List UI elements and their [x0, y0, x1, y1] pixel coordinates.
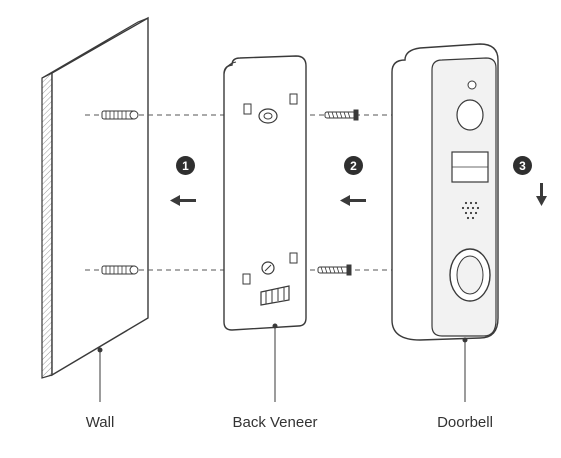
back-veneer-panel: [223, 55, 307, 331]
call-button-icon: [449, 248, 491, 302]
speaker-grill-icon: [461, 201, 480, 220]
wall-anchor-icon: [101, 110, 139, 120]
terminal-block: [260, 285, 290, 306]
step-1-badge: 1: [176, 156, 195, 175]
step-2-badge: 2: [344, 156, 363, 175]
screw-icon: [317, 264, 352, 276]
arrow-left-icon: [170, 195, 196, 206]
wall-label: Wall: [85, 414, 115, 431]
step-3-badge: 3: [513, 156, 532, 175]
wall-anchor-icon: [101, 265, 139, 275]
doorbell-device: [391, 43, 499, 341]
leader-lines: [99, 326, 466, 402]
arrow-left-icon: [340, 195, 366, 206]
leader-dots: [97, 323, 468, 353]
wall-panel: [41, 16, 149, 379]
screw-icon: [324, 109, 359, 121]
camera-lens-icon: [456, 80, 484, 131]
arrow-down-icon: [536, 183, 547, 206]
doorbell-label: Doorbell: [437, 414, 493, 431]
back-veneer-label: Back Veneer: [232, 414, 318, 431]
